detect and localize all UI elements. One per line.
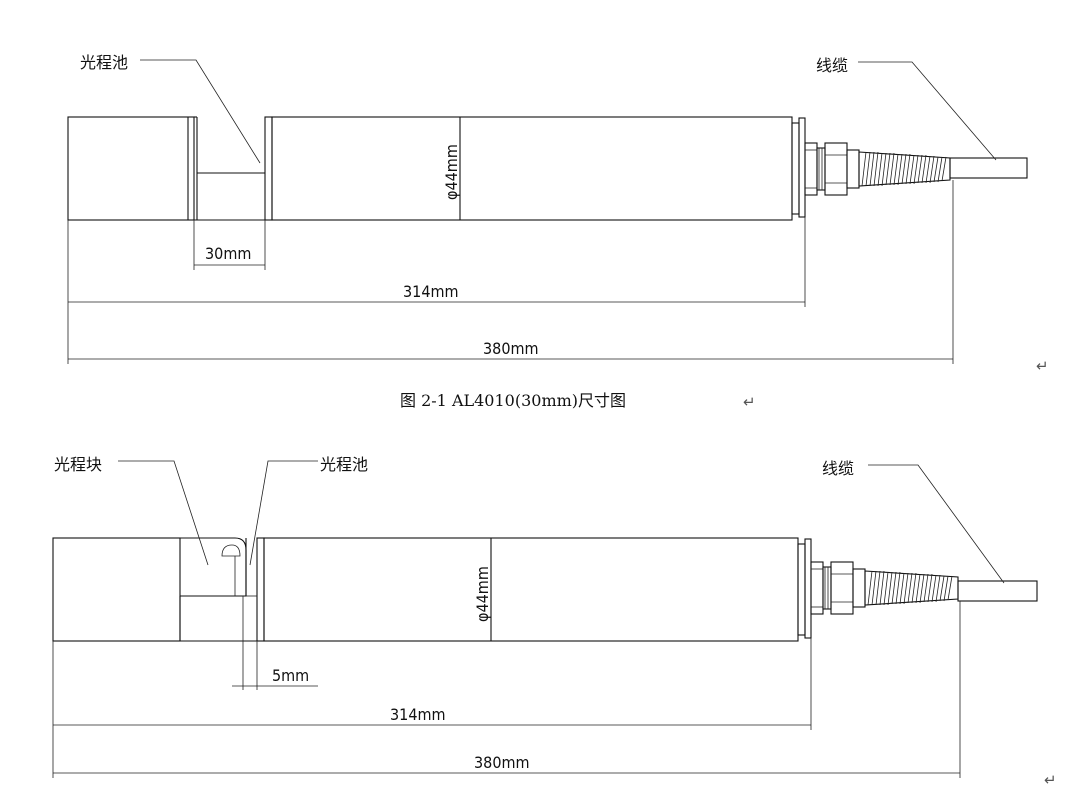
dim-total: 380mm [474, 753, 530, 772]
label-cell: 光程池 [80, 53, 128, 72]
figure-1: 光程池 线缆 30mm 314mm 380mm φ44mm ↵ 图 2-1 AL… [67, 53, 1049, 411]
paragraph-mark: ↵ [743, 393, 756, 411]
paragraph-mark: ↵ [1036, 357, 1049, 375]
body-cylinder [271, 116, 793, 221]
leader-cell [140, 59, 261, 164]
dim-body: 314mm [403, 282, 459, 301]
leader-cell [249, 460, 318, 566]
figure-2: 光程块 光程池 线缆 5mm 314mm 380mm φ44mm ↵ [52, 455, 1057, 789]
dim-total: 380mm [483, 339, 539, 358]
label-block: 光程块 [54, 455, 102, 474]
strain-relief [864, 570, 959, 606]
cable [957, 580, 1038, 602]
dim-gap: 5mm [272, 666, 309, 685]
leader-block [118, 460, 209, 566]
dim-diameter: φ44mm [442, 144, 461, 200]
strain-relief [858, 151, 951, 187]
dim-diameter: φ44mm [473, 566, 492, 622]
body-cylinder [263, 537, 799, 642]
leader-cable [868, 464, 1005, 584]
head-block [67, 116, 195, 221]
label-cell: 光程池 [320, 455, 368, 474]
leader-cable [858, 61, 997, 161]
label-cable: 线缆 [822, 459, 854, 478]
head-block [52, 537, 181, 642]
dim-gap: 30mm [205, 244, 251, 263]
figure-caption: 图 2-1 AL4010(30mm)尺寸图 [400, 391, 626, 410]
paragraph-mark: ↵ [1044, 771, 1057, 789]
cable [949, 157, 1028, 179]
path-block [180, 537, 247, 597]
label-cable: 线缆 [816, 56, 848, 75]
dim-body: 314mm [390, 705, 446, 724]
